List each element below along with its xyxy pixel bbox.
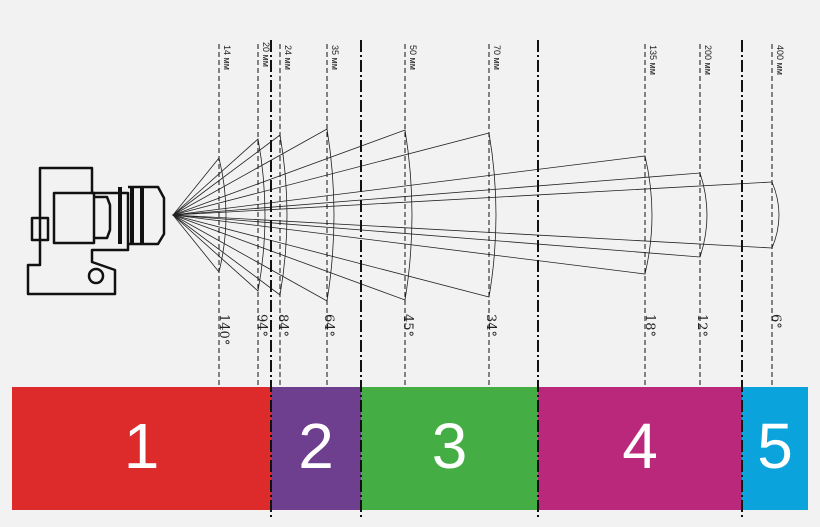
view-angle-label: 6° <box>768 314 783 329</box>
focal-length-label: 50 мм <box>408 45 418 70</box>
zone-number: 1 <box>124 410 160 482</box>
focal-length-label: 200 мм <box>703 45 713 75</box>
camera-icon <box>26 166 166 296</box>
zone-number: 4 <box>622 410 658 482</box>
view-angle-label: 18° <box>642 314 657 337</box>
view-cone-2 <box>172 134 288 296</box>
zone-band-1 <box>12 387 271 510</box>
focal-length-label: 24 мм <box>283 45 293 70</box>
focal-length-label: 400 мм <box>775 45 785 75</box>
focal-length-label: 70 мм <box>492 45 502 70</box>
lens-labels: 14 мм 140° 20 мм 94° 24 мм 84° 35 мм 64° 50 мм 45… <box>216 42 785 345</box>
view-cones <box>171 128 780 302</box>
view-angle-label: 12° <box>694 314 709 337</box>
view-cone-8 <box>172 181 780 249</box>
view-cone-6 <box>172 155 653 275</box>
zone-band-5 <box>742 387 808 510</box>
focal-length-label: 14 мм <box>222 45 232 70</box>
view-angle-label: 64° <box>321 314 336 337</box>
zone-number: 3 <box>432 410 468 482</box>
view-cone-4 <box>171 129 413 301</box>
view-angle-label: 140° <box>216 314 231 345</box>
zone-band-2 <box>271 387 361 510</box>
zone-number: 5 <box>757 410 793 482</box>
focal-guide-lines <box>218 44 773 385</box>
view-cone-7 <box>172 172 708 258</box>
focal-length-label: 135 мм <box>648 45 658 75</box>
view-cone-3 <box>172 128 335 302</box>
view-cone-1 <box>172 138 266 292</box>
zone-number: 2 <box>298 410 334 482</box>
zone-band-3 <box>361 387 538 510</box>
view-angle-label: 34° <box>483 314 498 337</box>
view-cone-5 <box>171 132 497 298</box>
focal-length-label: 20 мм <box>261 42 271 67</box>
focal-length-label: 35 мм <box>330 45 340 70</box>
view-angle-label: 84° <box>275 314 290 337</box>
view-angle-label: 94° <box>254 314 269 337</box>
zone-bands: 1 2 3 4 5 <box>12 387 808 510</box>
view-cone-0 <box>172 157 227 273</box>
view-angle-label: 45° <box>400 314 415 337</box>
zone-band-4 <box>538 387 742 510</box>
